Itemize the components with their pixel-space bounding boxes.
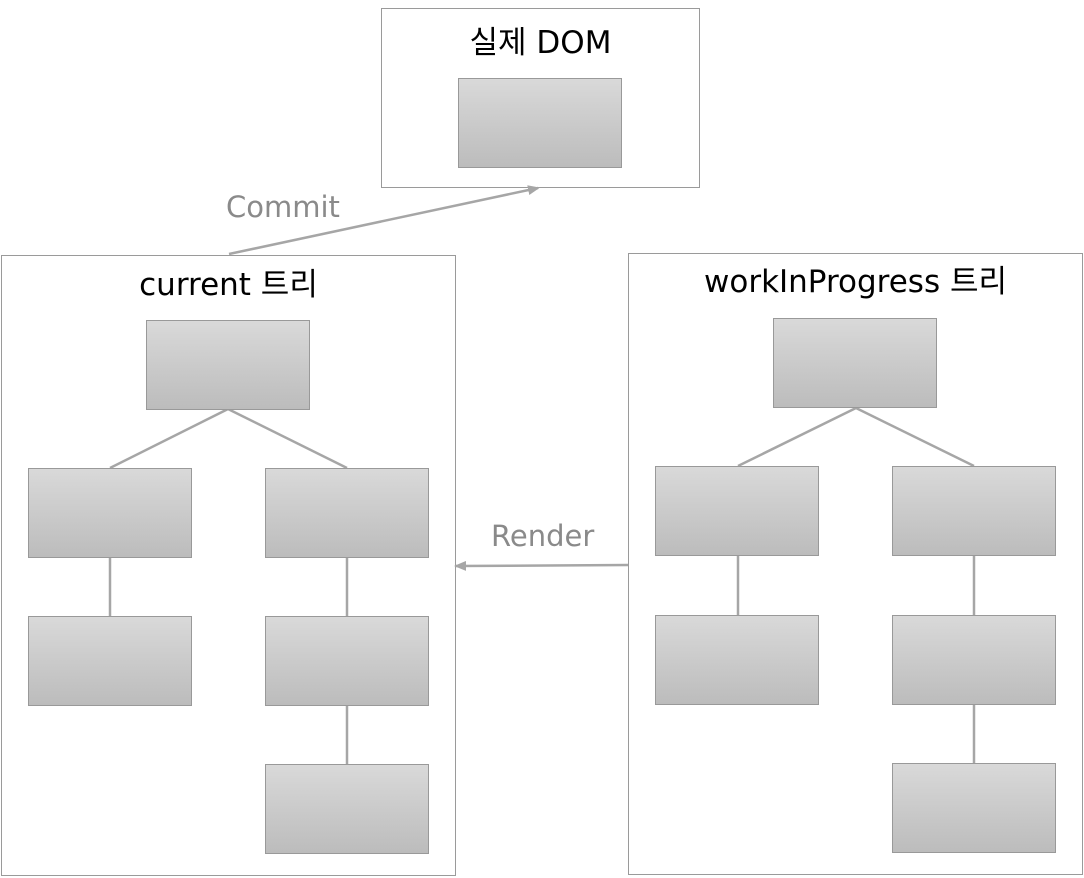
current-left-child-node [28, 616, 192, 706]
render-arrow [454, 560, 629, 571]
real-dom-title: 실제 DOM [469, 25, 612, 61]
wip-tree-title: workInProgress 트리 [704, 264, 1007, 300]
wip-left-child-node [655, 615, 819, 705]
current-edge-root-left [109, 407, 229, 470]
wip-edge-root-left [737, 406, 857, 468]
commit-arrow [228, 185, 540, 256]
commit-label: Commit [226, 190, 340, 224]
wip-right-node [892, 466, 1056, 556]
current-tree-title: current 트리 [139, 267, 318, 303]
current-edge-root-right [227, 407, 348, 470]
wip-edge-root-right [855, 406, 975, 468]
wip-left-node [655, 466, 819, 556]
wip-right-grandchild-node [892, 763, 1056, 853]
current-right-grandchild-node [265, 764, 429, 854]
current-right-node [265, 468, 429, 558]
real-dom-node [458, 78, 622, 168]
current-root-node [146, 320, 310, 410]
render-label: Render [491, 519, 595, 553]
current-left-node [28, 468, 192, 558]
current-right-child-node [265, 616, 429, 706]
wip-root-node [773, 318, 937, 408]
wip-right-child-node [892, 615, 1056, 705]
